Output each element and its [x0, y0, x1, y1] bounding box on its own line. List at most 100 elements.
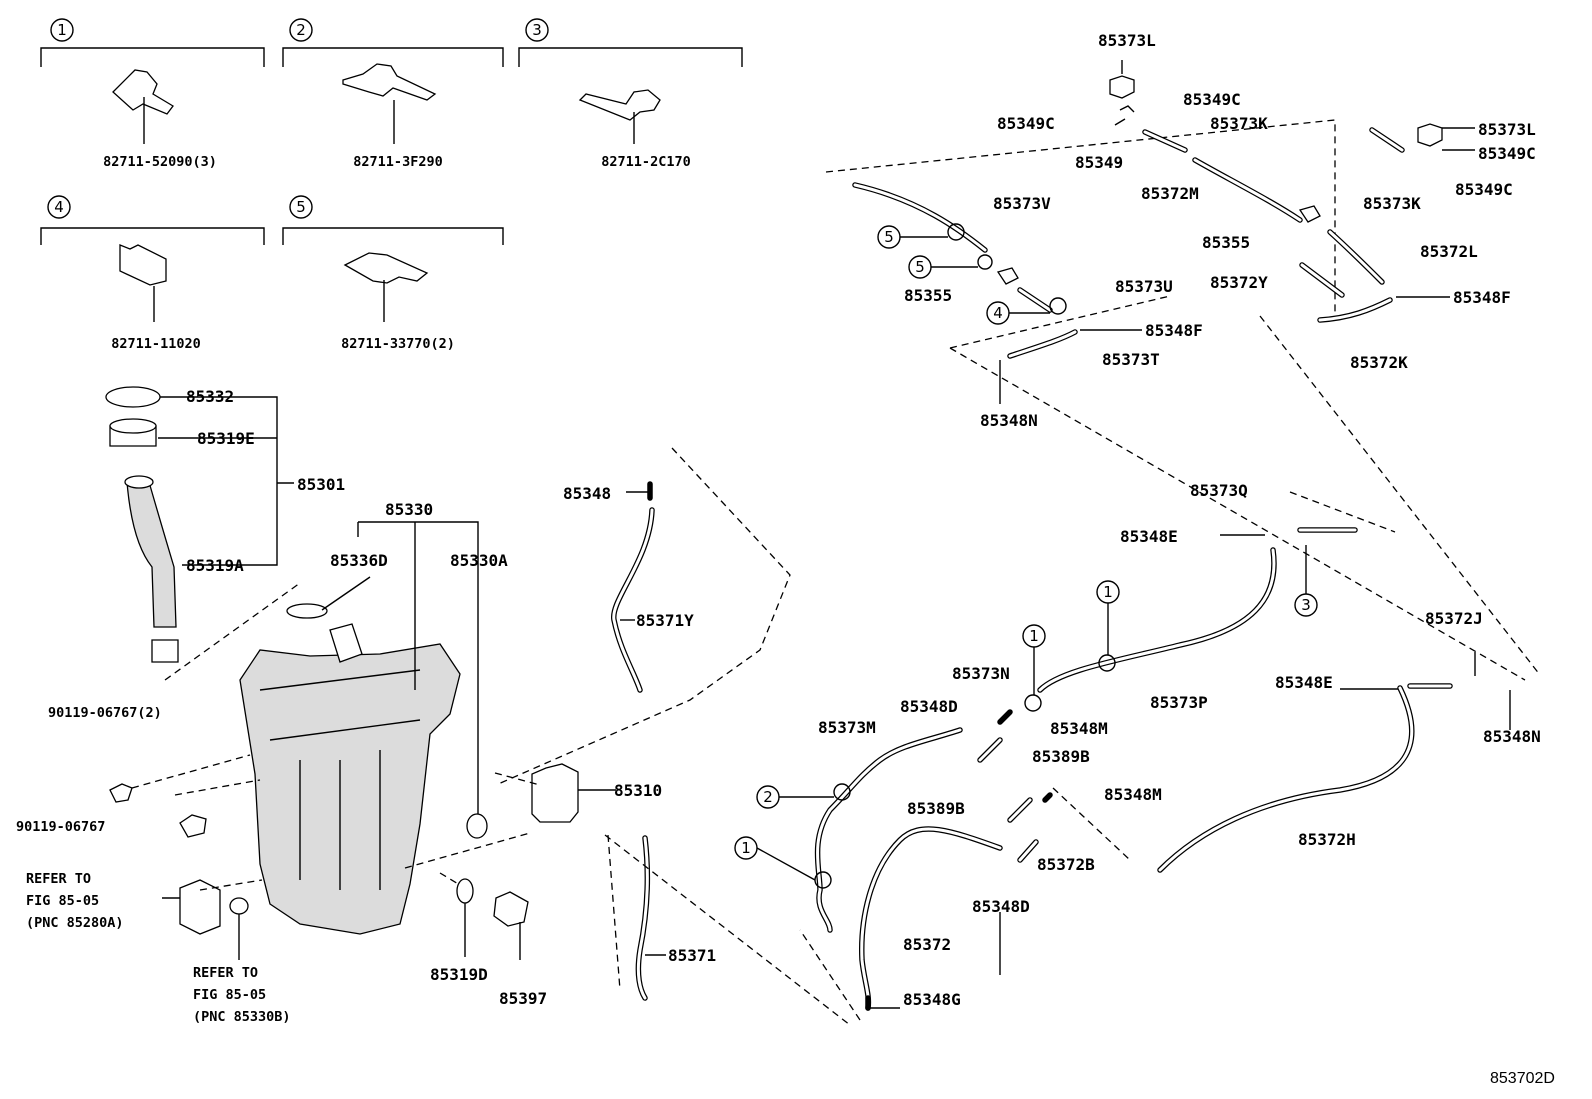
level-sensor-icon	[493, 891, 529, 927]
callout-number: 2	[296, 21, 306, 39]
inlet-pipe-icon	[126, 481, 177, 628]
clip-group-2: 2 82711-3F290	[282, 18, 504, 170]
part-85348M-label: 85348M	[1050, 719, 1108, 738]
part-85389B-label: 85389B	[907, 799, 965, 818]
check-valve-icon	[1298, 205, 1321, 223]
part-85348E-label: 85348E	[1275, 673, 1333, 692]
part-90119-label: 90119-06767	[16, 819, 105, 835]
callout-circle-5	[289, 195, 313, 219]
part-85349C-label: 85349C	[1478, 144, 1536, 163]
bolt-icon	[109, 783, 133, 803]
part-85349C-label: 85349C	[1455, 180, 1513, 199]
clip-group-5: 5 82711-33770(2)	[282, 195, 504, 352]
clip-group-1: 1 82711-52090(3)	[40, 18, 265, 170]
callout-circle-1	[50, 18, 74, 42]
callout-number: 2	[763, 788, 773, 806]
part-85372M-label: 85372M	[1141, 184, 1199, 203]
part-85373T-label: 85373T	[1102, 350, 1160, 369]
part-85310-label: 85310	[614, 781, 662, 800]
clip-group-4: 4 82711-11020	[40, 195, 265, 352]
part-85349C-label: 85349C	[997, 114, 1055, 133]
nozzle-icon	[1109, 75, 1135, 99]
hose-85372H	[1157, 685, 1415, 873]
bolt-icon	[179, 814, 207, 838]
grommet-icon	[229, 897, 249, 915]
part-85373L-label: 85373L	[1098, 31, 1156, 50]
part-85330-label: 85330	[385, 500, 433, 519]
callout-number: 3	[532, 21, 542, 39]
part-85373U-label: 85373U	[1115, 277, 1173, 296]
part-85372L-label: 85372L	[1420, 242, 1478, 261]
clip-82711-33770-icon	[343, 252, 429, 284]
part-85349-label: 85349	[1075, 153, 1123, 172]
grommet-icon	[466, 813, 488, 839]
refer-line: FIG 85-05	[26, 893, 99, 909]
refer-line: (PNC 85280A)	[26, 915, 124, 931]
callout-number: 5	[296, 198, 306, 216]
o-ring-icon	[456, 878, 474, 904]
part-85373Q-label: 85373Q	[1190, 481, 1248, 500]
part-85372-label: 85372	[903, 935, 951, 954]
hose-85373P	[1037, 547, 1277, 693]
part-label: 82711-11020	[111, 336, 200, 352]
part-85373L-label: 85373L	[1478, 120, 1536, 139]
upper-nozzle-hoses	[825, 60, 1541, 681]
refer-note-grommet: REFER TO FIG 85-05 (PNC 85330B)	[193, 965, 291, 1025]
refer-line: REFER TO	[193, 965, 258, 981]
part-85301-label: 85301	[297, 475, 345, 494]
callout-number: 5	[915, 258, 925, 276]
washer-tank-icon	[239, 643, 461, 935]
callout-circle-3	[525, 18, 549, 42]
part-85371Y-label: 85371Y	[636, 611, 694, 630]
part-85336D-label: 85336D	[330, 551, 388, 570]
refer-line: FIG 85-05	[193, 987, 266, 1003]
lower-hoses	[799, 491, 1511, 1021]
clip-82711-52090-icon	[112, 69, 174, 115]
hose-85372	[859, 826, 1003, 1011]
part-85372K-label: 85372K	[1350, 353, 1408, 372]
part-85349C-label: 85349C	[1183, 90, 1241, 109]
callout-number: 4	[993, 304, 1003, 322]
callout-number: 1	[57, 21, 67, 39]
clip-group-3: 3 82711-2C170	[518, 18, 743, 170]
part-label: 82711-33770(2)	[341, 336, 455, 352]
refer-note-motor: REFER TO FIG 85-05 (PNC 85280A)	[26, 871, 124, 931]
part-85373P-label: 85373P	[1150, 693, 1208, 712]
part-85348M-label: 85348M	[1104, 785, 1162, 804]
callout-number: 1	[1103, 583, 1113, 601]
part-85397-label: 85397	[499, 989, 547, 1008]
clip-82711-3F290-icon	[342, 63, 437, 101]
part-85348F-label: 85348F	[1453, 288, 1511, 307]
clip-82711-11020-icon	[119, 244, 167, 286]
hose-85373V	[852, 182, 988, 253]
part-85348F-label: 85348F	[1145, 321, 1203, 340]
part-label: 82711-2C170	[601, 154, 690, 170]
part-85355-label: 85355	[1202, 233, 1250, 252]
tank-assembly	[105, 386, 616, 960]
part-85332-label: 85332	[186, 387, 234, 406]
upper-callouts: 5 5 4	[877, 225, 1050, 325]
part-90119-2-label: 90119-06767(2)	[48, 705, 162, 721]
part-85348D-label: 85348D	[972, 897, 1030, 916]
callout-circle-4	[47, 195, 71, 219]
center-hoses	[495, 447, 851, 1026]
washer-pump-icon	[531, 763, 579, 823]
part-85330A-label: 85330A	[450, 551, 508, 570]
callout-circle-2	[289, 18, 313, 42]
nozzle-icon	[1417, 123, 1443, 147]
part-85373N-label: 85373N	[952, 664, 1010, 683]
callout-number: 1	[1029, 627, 1039, 645]
part-85372Y-label: 85372Y	[1210, 273, 1268, 292]
callout-number: 5	[884, 228, 894, 246]
part-85348-label: 85348	[563, 484, 611, 503]
part-85371-label: 85371	[668, 946, 716, 965]
part-85348N-label: 85348N	[980, 411, 1038, 430]
refer-line: (PNC 85330B)	[193, 1009, 291, 1025]
part-85319E-label: 85319E	[197, 429, 255, 448]
refer-line: REFER TO	[26, 871, 91, 887]
part-85348G-label: 85348G	[903, 990, 961, 1009]
part-label: 82711-3F290	[353, 154, 442, 170]
part-85348D-label: 85348D	[900, 697, 958, 716]
check-valve-icon	[996, 267, 1019, 285]
